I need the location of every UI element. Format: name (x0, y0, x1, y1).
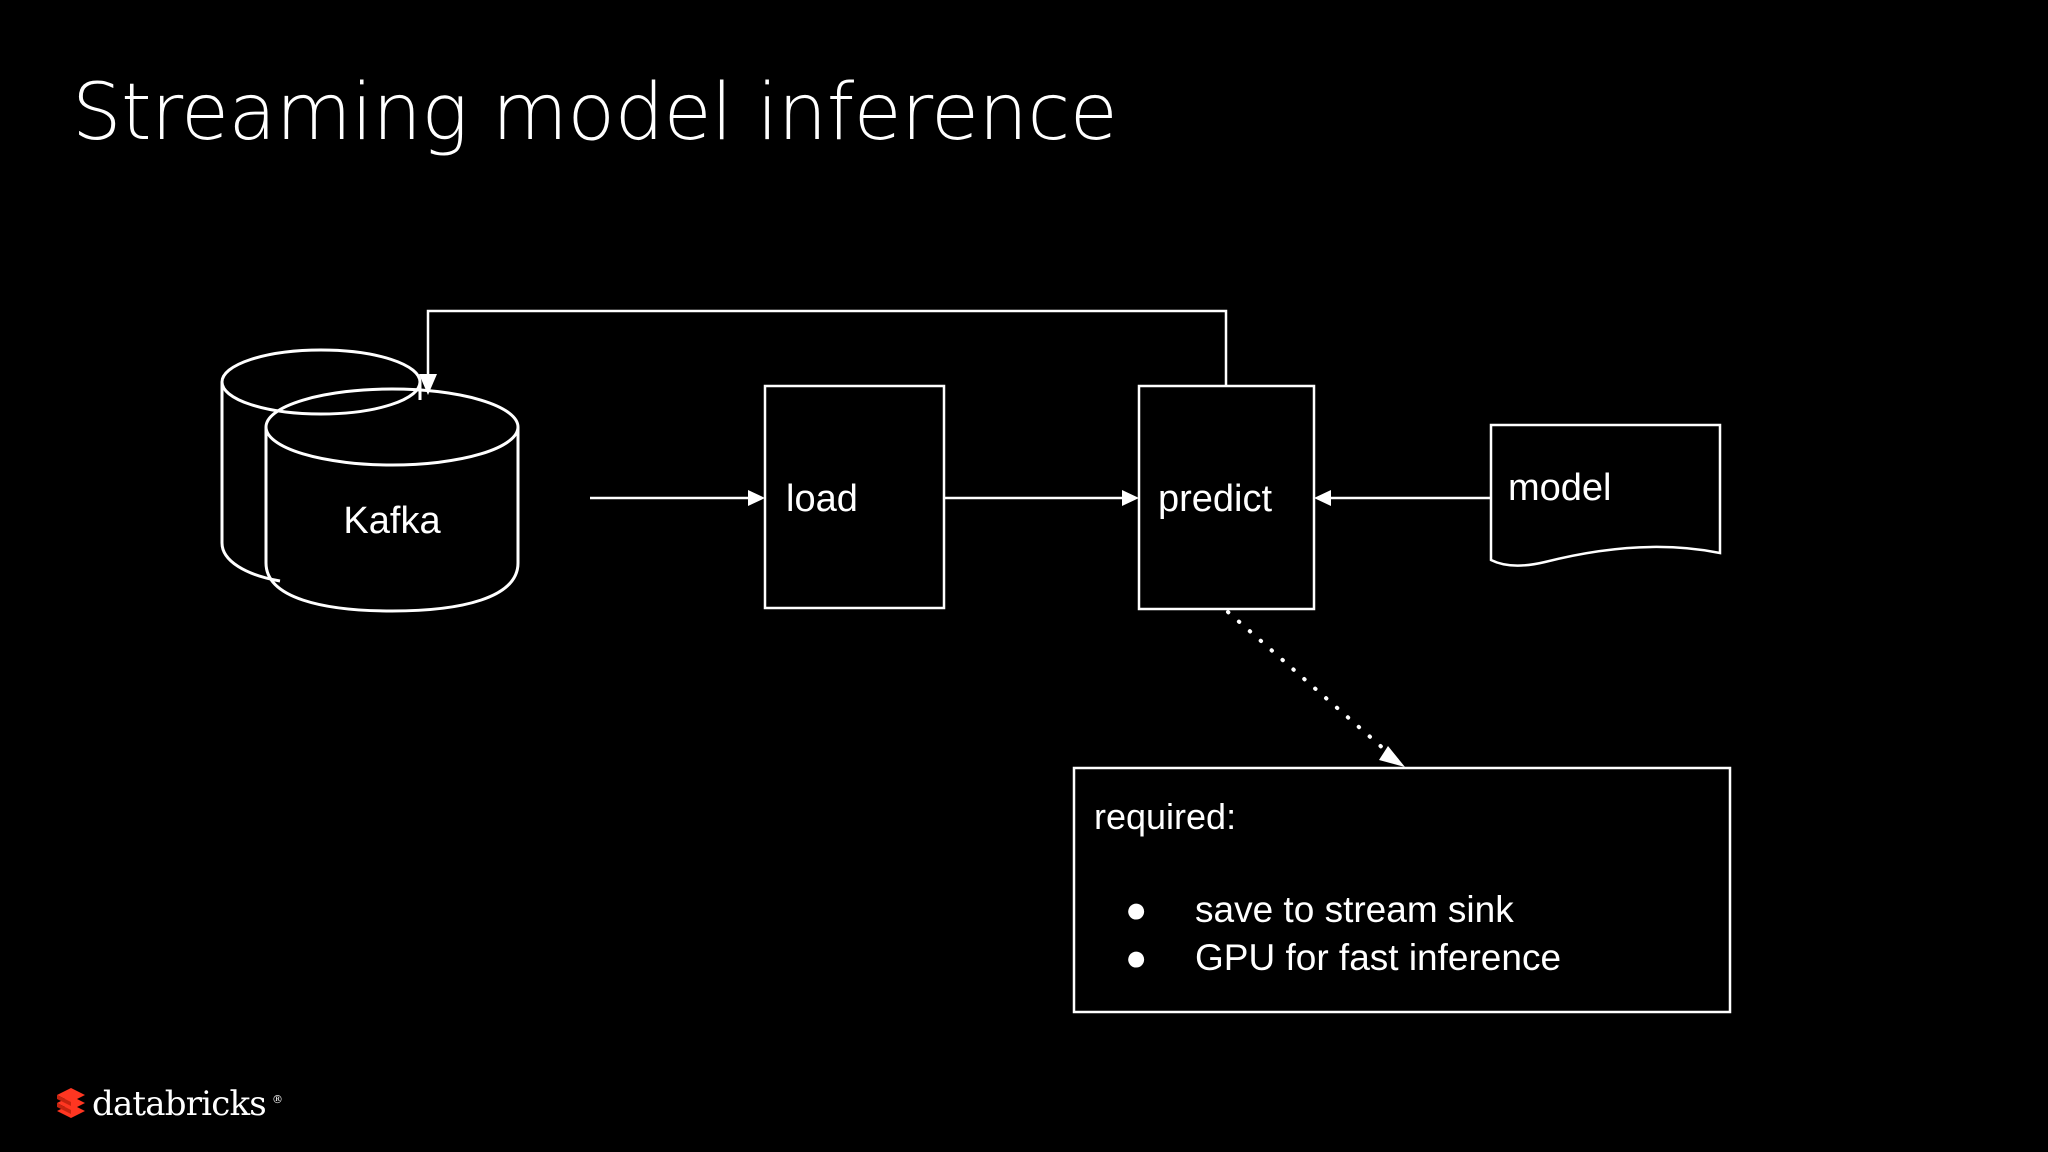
databricks-wordmark: databricks (92, 1084, 267, 1124)
node-load[interactable]: load (763, 384, 946, 610)
edge-kafka-to-load (590, 490, 765, 506)
node-model[interactable]: model (1489, 423, 1722, 567)
edge-model-to-predict (1314, 490, 1491, 506)
required-heading: required: (1094, 796, 1236, 837)
required-bullet-0-label: save to stream sink (1195, 889, 1514, 930)
edge-load-to-predict (944, 490, 1139, 506)
node-kafka-source[interactable]: Kafka (220, 348, 520, 613)
predict-label: predict (1158, 478, 1272, 520)
edge-predict-feedback-to-kafka (419, 309, 1228, 395)
model-label: model (1508, 467, 1612, 509)
required-bullet-1-label: GPU for fast inference (1195, 937, 1561, 978)
edge-predict-to-required-note (1226, 610, 1405, 767)
trademark-symbol: ® (271, 1093, 283, 1106)
required-callout[interactable]: required: ● save to stream sink ● GPU fo… (1072, 766, 1732, 1014)
kafka-label: Kafka (343, 500, 441, 542)
load-label: load (786, 478, 858, 520)
databricks-logo: databricks ® (56, 1087, 283, 1121)
kafka-cylinder-front (264, 387, 520, 613)
required-bullet-item-1: ● GPU for fast inference (1125, 937, 1561, 978)
node-predict[interactable]: predict (1137, 384, 1316, 611)
required-bullet-item-0: ● save to stream sink (1125, 889, 1514, 930)
bullet-glyph: ● (1125, 937, 1147, 978)
bullet-glyph: ● (1125, 889, 1147, 930)
databricks-mark-icon (57, 1088, 85, 1118)
page-title: Streaming model inference (72, 68, 1118, 158)
